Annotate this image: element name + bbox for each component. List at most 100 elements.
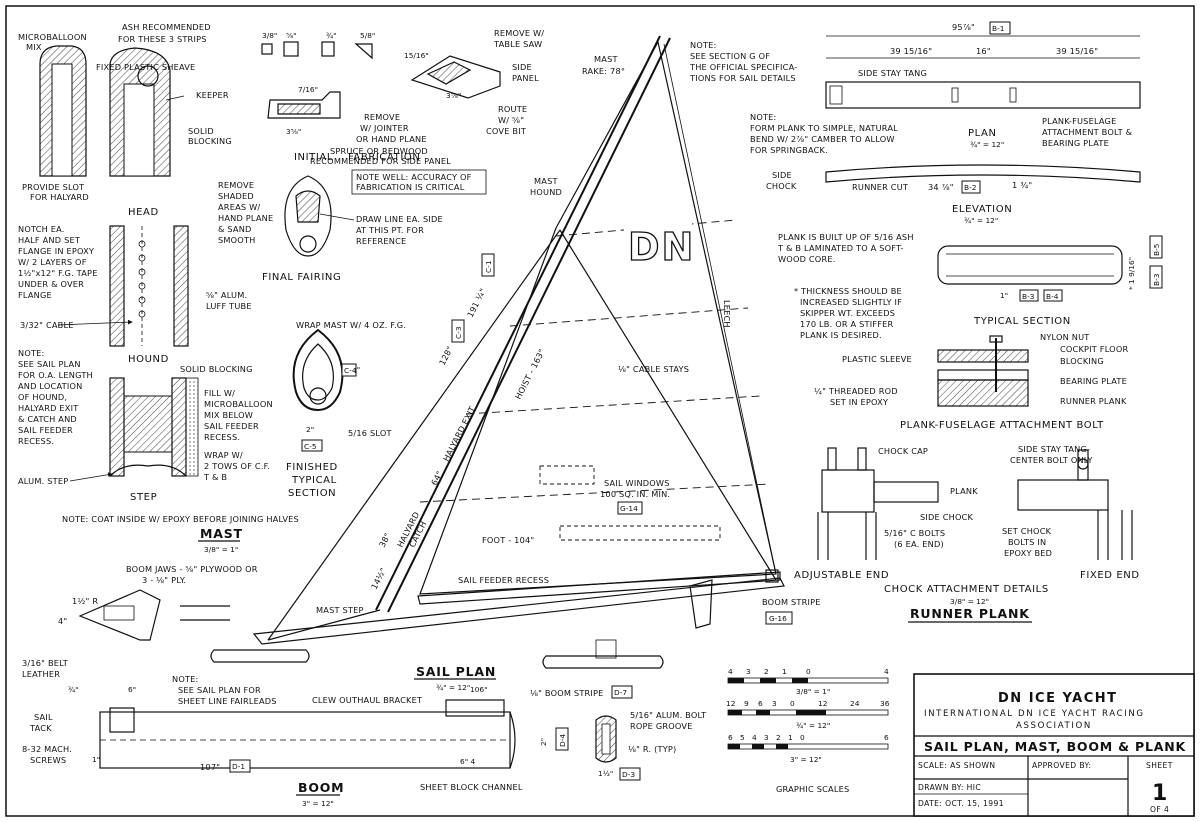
svg-text:12: 12	[726, 699, 735, 708]
svg-text:FOOT - 104": FOOT - 104"	[482, 535, 534, 545]
label-sail: SAIL	[34, 712, 53, 722]
notch-note: NOTCH EA. HALF AND SET FLANGE IN EPOXY W…	[18, 224, 97, 300]
dim-2: 2"	[539, 738, 548, 746]
svg-text:NOTCH EA.: NOTCH EA.	[18, 224, 65, 234]
boom-scale: 3" = 12"	[302, 799, 334, 808]
label-side-tang: SIDE STAY TANG-	[1018, 444, 1090, 454]
runner-right	[542, 655, 664, 669]
svg-text:SAIL FEEDER RECESS: SAIL FEEDER RECESS	[458, 575, 549, 585]
ref-g16: G-16	[769, 614, 787, 623]
svg-text:T & B LAMINATED TO A SOFT-: T & B LAMINATED TO A SOFT-	[777, 243, 904, 253]
svg-text:SEE SAIL PLAN: SEE SAIL PLAN	[18, 359, 81, 369]
svg-text:SHEET LINE FAIRLEADS: SHEET LINE FAIRLEADS	[178, 696, 277, 706]
dim-6: 6"	[128, 685, 136, 694]
heading-typical-section: TYPICAL SECTION	[973, 316, 1071, 327]
label-provide-slot: PROVIDE SLOT	[22, 182, 85, 192]
label-wrap-mast: WRAP MAST W/ 4 OZ. F.G.	[296, 320, 406, 330]
label-sheet-channel: SHEET BLOCK CHANNEL	[420, 782, 523, 792]
svg-text:NOTE:: NOTE:	[172, 674, 199, 684]
heading-sail-plan: SAIL PLAN	[416, 664, 496, 679]
label-dim-14: 14½"	[369, 566, 388, 591]
dim-5-8: ⅝"	[286, 31, 297, 40]
svg-text:2: 2	[776, 733, 781, 742]
label-ash2: FOR THESE 3 STRIPS	[118, 34, 207, 44]
svg-text:1: 1	[782, 667, 787, 676]
svg-text:FLANGE IN EPOXY: FLANGE IN EPOXY	[18, 246, 95, 256]
title-block-association: INTERNATIONAL DN ICE YACHT RACING	[924, 709, 1145, 719]
label-leech: LEECH	[722, 300, 732, 328]
svg-text:NOTE:: NOTE:	[750, 112, 777, 122]
svg-text:BOOM STRIPE: BOOM STRIPE	[762, 597, 821, 607]
plank-attach-note: PLANK-FUSELAGE ATTACHMENT BOLT & BEARING…	[1042, 116, 1132, 148]
svg-text:SEE SECTION G OF: SEE SECTION G OF	[690, 51, 770, 61]
svg-text:170 LB. OR A STIFFER: 170 LB. OR A STIFFER	[800, 319, 894, 329]
svg-text:3: 3	[764, 733, 769, 742]
ref-b3: B-3	[1022, 292, 1035, 301]
label-cove-bit: COVE BIT	[486, 126, 527, 136]
svg-text:INCREASED SLIGHTLY IF: INCREASED SLIGHTLY IF	[800, 297, 902, 307]
dim-3-4: ¾"	[326, 31, 337, 40]
runner-plank-details: 95⅞" B-1 39 15/16" 16" 39 15/16" SIDE ST…	[750, 21, 1163, 623]
svg-text:24: 24	[850, 699, 860, 708]
label-leather: LEATHER	[22, 669, 60, 679]
svg-text:MICROBALLOON: MICROBALLOON	[204, 399, 273, 409]
label-blocking: BLOCKING	[188, 136, 232, 146]
svg-text:RECESS.: RECESS.	[18, 436, 54, 446]
label-bolts: 5/16" C BOLTS	[884, 528, 945, 538]
heading-fixed-end: FIXED END	[1080, 570, 1140, 581]
heading-plan: PLAN	[968, 128, 997, 139]
label-set-chock: SET CHOCK	[1002, 526, 1052, 536]
svg-text:UNDER & OVER: UNDER & OVER	[18, 279, 84, 289]
chock-scale: 3/8" = 12"	[950, 597, 989, 606]
svg-text:TIONS FOR SAIL DETAILS: TIONS FOR SAIL DETAILS	[689, 73, 796, 83]
ref-c3: C-3	[454, 326, 463, 339]
svg-text:RECESS.: RECESS.	[204, 432, 240, 442]
label-remove: REMOVE	[364, 112, 400, 122]
ref-d3: D-3	[622, 770, 635, 779]
heading-boom: BOOM	[298, 780, 344, 795]
label-table-saw: TABLE SAW	[493, 39, 542, 49]
dim-15-16: 15/16"	[404, 51, 429, 60]
fabrication-details: REMOVE W/ TABLE SAW SIDE PANEL REMOVE W/…	[218, 28, 544, 499]
finished-section-heading: FINISHED TYPICAL SECTION	[286, 462, 337, 499]
svg-text:TYPICAL: TYPICAL	[291, 475, 337, 486]
scale-row-3-label: 3" = 12"	[790, 755, 822, 764]
dim-1-5-r: 1½" R	[72, 596, 98, 606]
label-blocking: BLOCKING	[1060, 356, 1104, 366]
title-block-sheet-number: 1	[1152, 781, 1167, 806]
label-solid-blocking: SOLID BLOCKING	[180, 364, 253, 374]
title-block-association-2: ASSOCIATION	[1016, 721, 1092, 731]
label-tack: TACK	[29, 723, 52, 733]
boom-spar	[417, 571, 781, 605]
label-cockpit-floor: COCKPIT FLOOR	[1060, 344, 1128, 354]
scale-row-2-label: ¾" = 12"	[796, 721, 830, 730]
sail-insignia: DN	[628, 225, 695, 269]
label-center-bolt: CENTER BOLT ONLY	[1010, 455, 1093, 465]
plank-plan-view	[825, 81, 1141, 109]
svg-text:100 SQ. IN. MIN.: 100 SQ. IN. MIN.	[600, 489, 670, 499]
heading-mast: MAST	[200, 526, 243, 541]
title-block-approved: APPROVED BY:	[1032, 761, 1092, 770]
label-dim-191: 191 ¼"	[465, 287, 488, 319]
ref-b5: B-5	[1152, 243, 1161, 256]
label-clew-bracket: CLEW OUTHAUL BRACKET	[312, 695, 423, 705]
svg-text:FILL W/: FILL W/	[204, 388, 235, 398]
heading-graphic-scales: GRAPHIC SCALES	[776, 784, 849, 794]
svg-text:6: 6	[728, 733, 733, 742]
heading-runner-plank: RUNNER PLANK	[910, 606, 1030, 621]
label-ash: ASH RECOMMENDED	[122, 22, 211, 32]
dim-3-8: 3/8"	[262, 31, 277, 40]
runner-left	[210, 649, 310, 663]
svg-text:SHADED: SHADED	[218, 191, 254, 201]
ref-c4: C-4	[344, 366, 357, 375]
label-boom-jaws: BOOM JAWS - ⅝" PLYWOOD OR	[126, 564, 258, 574]
label-dim-128: 128"	[437, 344, 455, 367]
title-block-title: DN ICE YACHT	[998, 691, 1118, 706]
sail-plan-scale: ¾" = 12"	[436, 683, 470, 692]
note-well-1: NOTE WELL: ACCURACY OF	[356, 172, 472, 182]
boom-details: BOOM JAWS - ⅝" PLYWOOD OR 3 - ⅛" PLY. 1½…	[22, 564, 707, 808]
label-dim-64: 64"	[429, 469, 445, 487]
scale-row-1-labels: 4 3 2 1 0 4	[728, 667, 889, 676]
plan-scale: ¾" = 12"	[970, 140, 1004, 149]
label-bolts-in: BOLTS IN	[1008, 537, 1046, 547]
